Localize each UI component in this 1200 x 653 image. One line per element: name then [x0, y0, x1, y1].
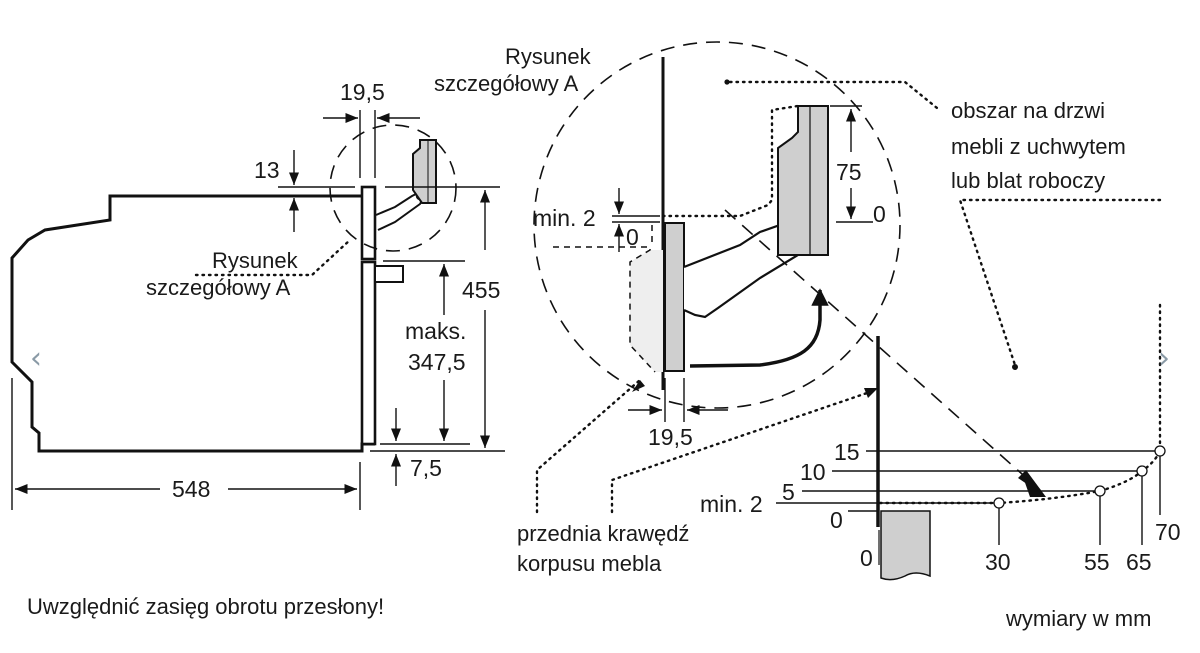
- dim-max-value: 347,5: [408, 349, 466, 375]
- clearance-point-70: [1154, 445, 1166, 457]
- detail-title-1: Rysunek: [505, 44, 592, 69]
- chevron-right-icon: ›: [1158, 340, 1170, 376]
- oven-handle: [374, 265, 404, 283]
- dim-zero-left: 0: [626, 224, 639, 250]
- x-label-65: 65: [1126, 549, 1152, 575]
- clearance-chart: 15 10 5 min. 2 0 0 30 55 65 70: [700, 336, 1181, 581]
- detail-circle-small: [329, 124, 457, 252]
- annotations: obszar na drzwi mebli z uchwytem lub bla…: [517, 79, 1162, 576]
- swing-path-arrow: [724, 209, 1041, 491]
- dim-455: 455: [462, 277, 500, 303]
- dim-zero-right: 0: [873, 201, 886, 227]
- clearance-curve: [878, 449, 1162, 505]
- prev-image-button[interactable]: ‹: [24, 338, 48, 378]
- front-edge-line-1: przednia krawędź: [517, 521, 689, 546]
- front-edge-line-2: korpusu mebla: [517, 551, 662, 576]
- door-panel-detail: [664, 222, 685, 372]
- dim-7-5: 7,5: [410, 455, 442, 481]
- detail-circle-large: [533, 41, 901, 409]
- oven-door-lower: [360, 260, 377, 446]
- cabinet-section: [880, 510, 931, 581]
- clearance-point-65: [1136, 465, 1148, 477]
- dim-min-2-detail: min. 2: [533, 205, 596, 231]
- oven-door-panel: [360, 185, 377, 261]
- detail-ref-label-2: szczegółowy A: [146, 275, 291, 300]
- x-label-30: 30: [985, 549, 1011, 575]
- x-label-55: 55: [1084, 549, 1110, 575]
- door-area-line-3: lub blat roboczy: [951, 168, 1105, 193]
- door-area-line-2: mebli z uchwytem: [951, 134, 1126, 159]
- x-origin-0: 0: [860, 545, 873, 571]
- clearance-point-30: [993, 497, 1005, 509]
- detail-ref-label-1: Rysunek: [212, 248, 299, 273]
- rotation-arrow: [689, 288, 829, 368]
- dim-13: 13: [254, 157, 280, 183]
- oven-body-outline: [10, 194, 375, 453]
- clearance-point-55: [1094, 485, 1106, 497]
- units-note: wymiary w mm: [1005, 606, 1151, 631]
- door-area-line-1: obszar na drzwi: [951, 98, 1105, 123]
- x-label-70: 70: [1155, 519, 1181, 545]
- dim-75: 75: [836, 159, 862, 185]
- small-grey-handle: [412, 139, 437, 204]
- y-label-15: 15: [834, 439, 860, 465]
- door-ghost-outline: [630, 250, 663, 372]
- detail-title-2: szczegółowy A: [434, 71, 579, 96]
- detail-view: Rysunek szczegółowy A min. 2 0 75 0 19,5: [434, 41, 1046, 497]
- dim-19-5-top: 19,5: [340, 79, 385, 105]
- dim-max-label: maks.: [405, 318, 466, 344]
- next-image-button[interactable]: ›: [1152, 338, 1176, 378]
- chevron-left-icon: ‹: [30, 340, 42, 376]
- y-label-min-2: min. 2: [700, 491, 763, 517]
- y-label-0: 0: [830, 507, 843, 533]
- handle-detail: [777, 105, 829, 256]
- y-label-10: 10: [800, 459, 826, 485]
- dim-548: 548: [172, 476, 210, 502]
- dim-19-5-detail: 19,5: [648, 424, 693, 450]
- rotation-warning: Uwzględnić zasięg obrotu przesłony!: [27, 594, 384, 619]
- y-label-5: 5: [782, 479, 795, 505]
- side-view: 13 19,5 455 maks. 347,5 7,5 548 Rysunek …: [10, 79, 505, 510]
